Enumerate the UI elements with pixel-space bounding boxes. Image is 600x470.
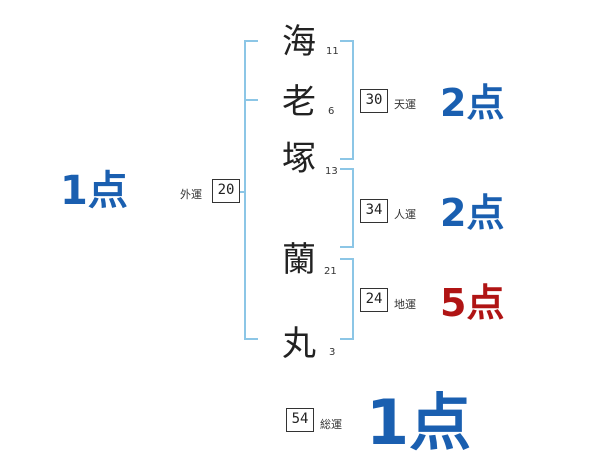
stroke-count-1: 11 — [326, 46, 339, 57]
outer-bracket-connector — [238, 191, 246, 193]
jinun-value-box: 34 — [360, 199, 388, 223]
stroke-count-5: 3 — [329, 347, 336, 358]
jinun-bracket-top — [340, 168, 354, 170]
chiun-label: 地運 — [394, 298, 416, 311]
stroke-count-3: 13 — [325, 166, 338, 177]
outer-bracket-vertical — [244, 40, 246, 340]
tenun-bracket-bottom — [340, 158, 354, 160]
stroke-count-2: 6 — [328, 106, 335, 117]
name-char-2: 老 — [282, 82, 316, 122]
outer-bracket-top — [244, 40, 258, 42]
name-char-4: 蘭 — [282, 240, 316, 280]
name-char-1: 海 — [282, 22, 316, 62]
tenun-label: 天運 — [394, 98, 416, 111]
gaiun-value-box: 20 — [212, 179, 240, 203]
jinun-score: 2点 — [440, 191, 505, 235]
chiun-bracket-top — [340, 258, 354, 260]
soun-value-box: 54 — [286, 408, 314, 432]
chiun-bracket-bottom — [340, 338, 354, 340]
soun-label: 総運 — [320, 418, 342, 431]
chiun-score: 5点 — [440, 281, 505, 325]
tenun-value-box: 30 — [360, 89, 388, 113]
tenun-bracket-top — [340, 40, 354, 42]
tenun-bracket-vertical — [352, 40, 354, 160]
jinun-label: 人運 — [394, 208, 416, 221]
stroke-count-4: 21 — [324, 266, 337, 277]
chiun-value-box: 24 — [360, 288, 388, 312]
outer-bracket-bottom — [244, 338, 258, 340]
name-char-5: 丸 — [282, 324, 316, 364]
soun-score: 1点 — [366, 386, 472, 459]
gaiun-label: 外運 — [180, 188, 202, 201]
tenun-score: 2点 — [440, 81, 505, 125]
jinun-bracket-bottom — [340, 246, 354, 248]
jinun-bracket-vertical — [352, 168, 354, 248]
outer-bracket-mid-tick — [244, 99, 258, 101]
chiun-bracket-vertical — [352, 258, 354, 340]
gaiun-score: 1点 — [60, 168, 128, 214]
name-char-3: 塚 — [282, 139, 316, 179]
